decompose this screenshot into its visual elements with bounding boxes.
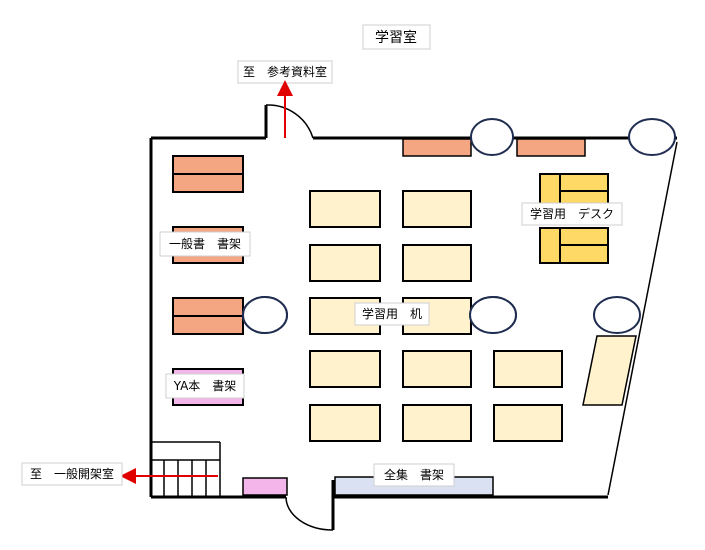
top-door-swing [265,104,314,139]
study-tables [309,190,563,442]
general-shelf-1 [172,155,244,193]
to-reference-room-text: 至 参考資料室 [243,64,327,79]
stairs [151,441,221,497]
right-wall [607,141,678,496]
table-r5-c2 [402,404,472,442]
table-r2-c1 [309,244,381,282]
column-5 [593,296,641,334]
collected-works-label: 全集 書架 [373,463,455,487]
slanted-table [582,335,637,406]
column-4-front [469,296,517,334]
table-r1-c1 [309,190,381,228]
to-open-stacks-text: 至 一般開架室 [30,466,114,481]
to-reference-room-label: 至 参考資料室 [237,60,333,84]
collected-works-text: 全集 書架 [384,467,444,482]
general-shelf-3 [172,297,244,335]
room-title-text: 学習室 [375,29,417,46]
column-2 [628,118,676,156]
general-shelves-label: 一般書 書架 [159,231,251,257]
table-r5-c1 [309,404,381,442]
table-r1-c2 [402,190,472,228]
study-table-text: 学習用 机 [362,306,422,321]
table-r5-c3 [493,404,563,442]
ya-shelves-text: YA本 書架 [173,379,237,393]
study-desk-unit-2 [539,227,609,264]
to-open-stacks-label: 至 一般開架室 [21,462,123,486]
study-desk-label: 学習用 デスク [521,202,623,226]
study-table-label: 学習用 机 [354,302,430,326]
study-desk-text: 学習用 デスク [530,206,614,221]
room-title: 学習室 [362,24,431,50]
ya-shelves-label: YA本 書架 [165,373,245,399]
table-r4-c3 [493,350,563,388]
top-shelf-2 [516,138,586,157]
bottom-ya-shelf [242,477,288,496]
table-r4-c1 [309,350,381,388]
column-1 [470,118,514,156]
general-shelves-text: 一般書 書架 [169,236,241,251]
table-r4-c2 [402,350,472,388]
top-shelf-1 [402,138,472,157]
table-r2-c2 [402,244,472,282]
column-3-front [242,296,288,334]
bottom-door-swing [285,496,334,531]
